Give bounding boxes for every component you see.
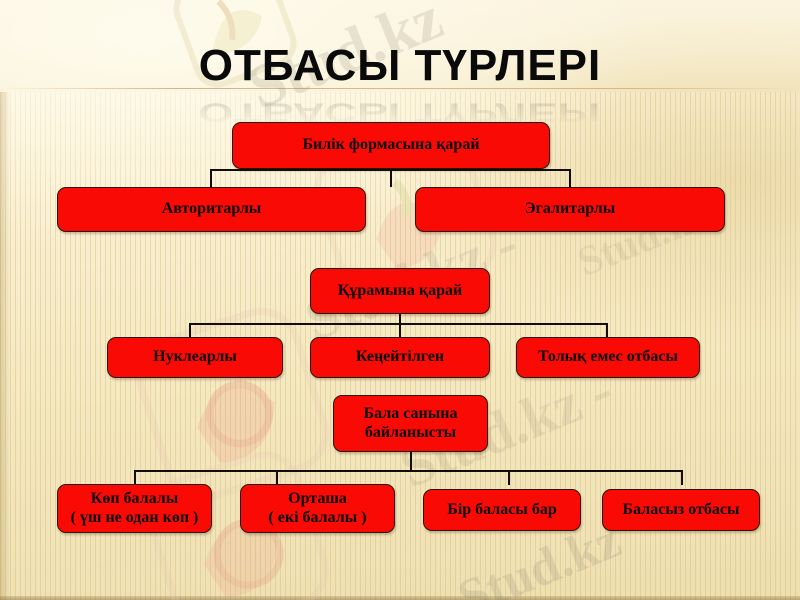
node-extended[interactable]: Кеңейтілген [310, 337, 490, 378]
node-label: Орташа ( екі балалы ) [268, 490, 366, 527]
node-label: Құрамына қарай [337, 281, 463, 299]
node-label: Билік формасына қарай [302, 136, 480, 154]
connector-vertical [410, 452, 412, 472]
node-egalitarian[interactable]: Эгалитарлы [415, 187, 725, 232]
node-label: Бір баласы бар [447, 500, 557, 518]
connector-vertical [681, 470, 683, 485]
node-label-line2: ( екі балалы ) [268, 508, 367, 526]
node-label-line2: байланысты [364, 423, 457, 441]
page-title-text: ОТБАСЫ ТҮРЛЕРІ [198, 41, 602, 90]
node-label: Бала санына байланысты [364, 405, 458, 442]
page-title: ОТБАСЫ ТҮРЛЕРІ [0, 44, 800, 88]
node-label: Эгалитарлы [524, 200, 616, 218]
node-label: Кеңейтілген [355, 348, 445, 366]
connector-vertical [508, 470, 510, 485]
node-average-children[interactable]: Орташа ( екі балалы ) [240, 484, 395, 533]
node-authoritarian[interactable]: Авторитарлы [57, 187, 366, 232]
connector-horizontal [211, 169, 571, 171]
connector-horizontal [190, 323, 608, 325]
node-label-line1: Бала санына [363, 405, 458, 423]
node-label-line1: Көп балалы [90, 490, 179, 508]
node-label: Нуклеарлы [153, 348, 237, 366]
connector-vertical [569, 169, 571, 188]
node-label: Баласыз отбасы [622, 500, 740, 518]
node-label: Толық емес отбасы [537, 348, 679, 366]
node-many-children[interactable]: Көп балалы ( үш не одан көп ) [57, 484, 212, 533]
node-incomplete-family[interactable]: Толық емес отбасы [516, 337, 700, 378]
connector-vertical [210, 169, 212, 188]
node-label-line1: Орташа [288, 490, 347, 508]
connector-horizontal [135, 470, 683, 472]
node-child-count-root[interactable]: Бала санына байланысты [333, 395, 488, 452]
node-label-line2: ( үш не одан көп ) [70, 508, 199, 526]
connector-vertical [276, 470, 278, 485]
node-childless-family[interactable]: Баласыз отбасы [602, 489, 760, 531]
connector-vertical [390, 169, 392, 187]
connector-vertical [189, 323, 191, 337]
node-power-form-root[interactable]: Билік формасына қарай [232, 122, 550, 169]
node-one-child[interactable]: Бір баласы бар [423, 489, 581, 531]
node-composition-root[interactable]: Құрамына қарай [310, 268, 490, 314]
connector-vertical [606, 323, 608, 337]
background-bottom-band [0, 596, 800, 600]
node-nuclear[interactable]: Нуклеарлы [107, 337, 283, 378]
connector-vertical [399, 314, 401, 337]
node-label: Авторитарлы [161, 200, 262, 218]
background-left-edge [0, 92, 10, 600]
node-label: Көп балалы ( үш не одан көп ) [71, 490, 199, 527]
horizon-hairline [0, 88, 800, 89]
connector-vertical [134, 470, 136, 485]
